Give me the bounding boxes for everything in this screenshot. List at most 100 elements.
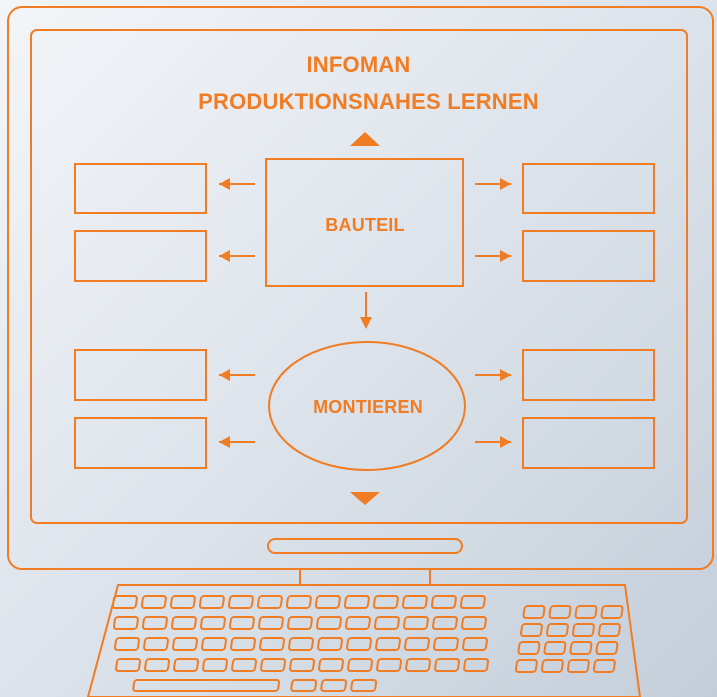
numpad-key-1-2 — [571, 623, 595, 637]
montieren-label: MONTIEREN — [313, 397, 423, 417]
bauteil-label: BAUTEIL — [325, 215, 405, 235]
keyboard-key-bottom-3 — [350, 679, 378, 692]
keyboard-key-1-0 — [112, 616, 139, 630]
right-box-4 — [522, 417, 655, 469]
left-arrowhead-2 — [219, 250, 230, 262]
left-arrowhead-3 — [219, 369, 230, 381]
numpad-key-2-3 — [595, 641, 619, 655]
numpad-key-0-3 — [600, 605, 624, 619]
left-arrowhead-4 — [219, 436, 230, 448]
keyboard-key-3-8 — [347, 658, 374, 672]
right-arrowhead-3 — [500, 369, 511, 381]
keyboard-key-2-0 — [114, 637, 140, 651]
numpad-key-0-2 — [574, 605, 598, 619]
keyboard-key-2-2 — [172, 637, 198, 651]
keyboard-key-1-2 — [170, 616, 197, 630]
arrowheads — [219, 178, 511, 448]
keyboard-key-0-4 — [227, 595, 254, 609]
keyboard-key-2-11 — [433, 637, 459, 651]
numpad-key-1-3 — [597, 623, 621, 637]
keyboard-key-3-6 — [289, 658, 316, 672]
keyboard-key-0-1 — [140, 595, 167, 609]
right-arrowhead-2 — [500, 250, 511, 262]
keyboard-key-0-5 — [256, 595, 283, 609]
keyboard-key-3-10 — [405, 658, 432, 672]
keyboard-key-1-12 — [460, 616, 487, 630]
keyboard-key-0-8 — [343, 595, 370, 609]
keyboard-key-3-1 — [144, 658, 171, 672]
keyboard-key-0-11 — [430, 595, 457, 609]
keyboard-key-3-9 — [376, 658, 403, 672]
keyboard-key-0-2 — [169, 595, 196, 609]
keyboard-key-3-3 — [202, 658, 229, 672]
left-box-1 — [74, 163, 207, 214]
keyboard-key-3-12 — [463, 658, 490, 672]
numpad-key-0-0 — [522, 605, 546, 619]
left-arrowhead-1 — [219, 178, 230, 190]
right-box-3 — [522, 349, 655, 401]
numpad-key-3-0 — [514, 659, 538, 673]
numpad-key-2-0 — [517, 641, 541, 655]
monitor-screen — [30, 29, 688, 524]
keyboard-key-3-5 — [260, 658, 287, 672]
keyboard-key-3-0 — [115, 658, 142, 672]
keyboard-key-2-10 — [404, 637, 430, 651]
numpad-key-3-2 — [566, 659, 590, 673]
monitor-frame — [7, 6, 714, 570]
right-box-2 — [522, 230, 655, 282]
keyboard-key-3-11 — [434, 658, 461, 672]
keyboard-key-0-0 — [111, 595, 138, 609]
up-triangle-icon — [350, 132, 380, 146]
keyboard-key-1-11 — [431, 616, 458, 630]
down-triangle-icon — [350, 492, 380, 505]
keyboard-key-0-6 — [285, 595, 312, 609]
keyboard-body — [86, 584, 642, 697]
numpad-key-3-1 — [540, 659, 564, 673]
keyboard-key-bottom-1 — [290, 679, 318, 692]
keyboard-key-bottom-2 — [320, 679, 348, 692]
numpad-key-2-2 — [569, 641, 593, 655]
keyboard-key-1-7 — [315, 616, 342, 630]
keyboard-key-0-10 — [401, 595, 428, 609]
right-box-1 — [522, 163, 655, 214]
monitor-slot — [267, 538, 463, 554]
keyboard-key-2-8 — [346, 637, 372, 651]
keyboard-key-0-3 — [198, 595, 225, 609]
keyboard-keys — [111, 595, 624, 692]
montieren-ellipse — [268, 341, 466, 471]
keyboard-key-0-9 — [372, 595, 399, 609]
numpad-key-2-1 — [543, 641, 567, 655]
numpad-key-3-3 — [592, 659, 616, 673]
keyboard-key-1-3 — [199, 616, 226, 630]
right-arrowhead-1 — [500, 178, 511, 190]
center-down-arrowhead — [360, 317, 372, 329]
keyboard-key-1-6 — [286, 616, 313, 630]
keyboard-key-3-4 — [231, 658, 258, 672]
left-box-3 — [74, 349, 207, 401]
keyboard-key-3-7 — [318, 658, 345, 672]
left-box-4 — [74, 417, 207, 469]
keyboard-key-2-1 — [143, 637, 169, 651]
keyboard-key-2-9 — [375, 637, 401, 651]
bauteil-box — [265, 158, 464, 287]
monitor-stand — [299, 569, 431, 585]
left-box-2 — [74, 230, 207, 282]
numpad-key-0-1 — [548, 605, 572, 619]
keyboard-key-1-5 — [257, 616, 284, 630]
keyboard-key-1-1 — [141, 616, 168, 630]
keyboard-key-0-7 — [314, 595, 341, 609]
keyboard-key-2-12 — [462, 637, 488, 651]
keyboard-key-1-10 — [402, 616, 429, 630]
keyboard-key-2-7 — [317, 637, 343, 651]
keyboard-key-3-2 — [173, 658, 200, 672]
diagram-title: INFOMAN — [306, 52, 411, 77]
keyboard-key-1-9 — [373, 616, 400, 630]
right-arrowhead-4 — [500, 436, 511, 448]
keyboard-key-1-8 — [344, 616, 371, 630]
keyboard-key-2-6 — [288, 637, 314, 651]
spacebar-key — [132, 679, 281, 692]
diagram-subtitle: PRODUKTIONSNAHES LERNEN — [198, 89, 539, 114]
numpad-key-1-1 — [545, 623, 569, 637]
